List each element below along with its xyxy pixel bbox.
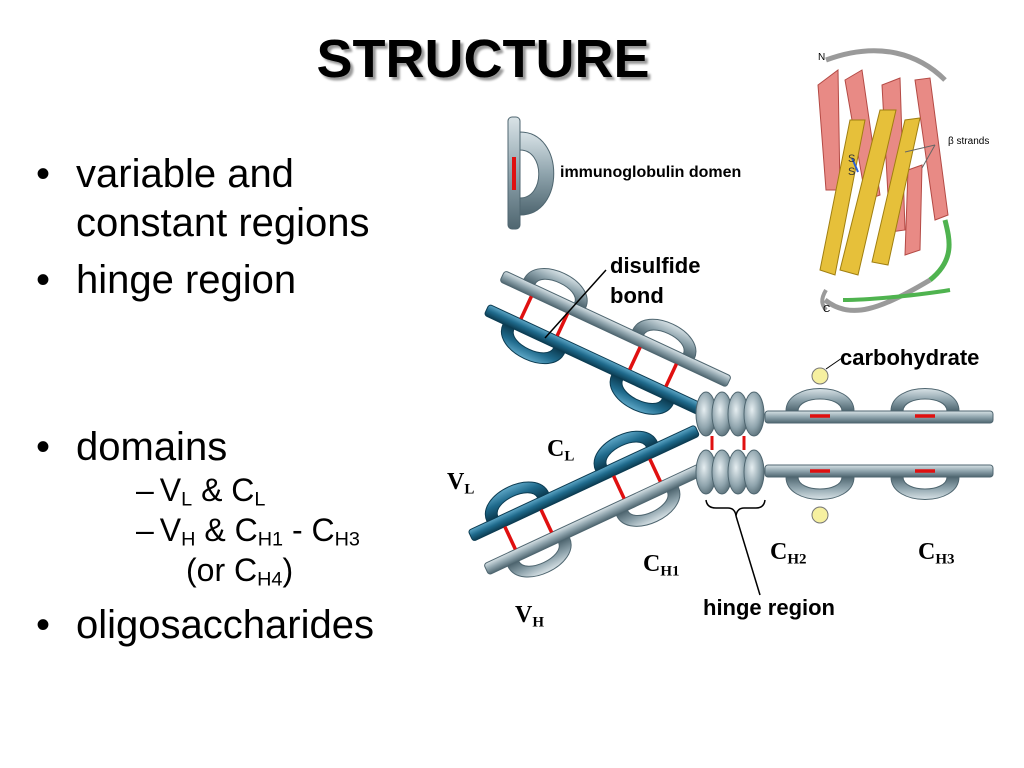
vh-main: V xyxy=(515,602,533,628)
v-subscript: L xyxy=(181,488,193,511)
sub-bullet-vh-ch: –VH & CH1 - CH3 (or CH4) xyxy=(76,510,374,590)
cl-main: C xyxy=(547,436,565,462)
ch1-main: C xyxy=(643,551,661,577)
disulfide-leader xyxy=(544,269,607,339)
v-letter: V xyxy=(159,512,182,548)
c-subscript: L xyxy=(254,488,266,511)
cl-label: CL xyxy=(547,436,575,465)
c-letter: C xyxy=(311,512,335,548)
bullet-oligosaccharides: oligosaccharides xyxy=(30,602,374,648)
sub-bullet-vl-cl: –VL & CL xyxy=(76,470,374,510)
carbohydrate-label: carbohydrate xyxy=(840,345,980,370)
disulfide-line2: bond xyxy=(610,283,664,308)
beta-strands-label: β strands xyxy=(948,136,990,147)
c-subscript: H4 xyxy=(257,568,283,591)
or-suffix: ) xyxy=(282,552,294,588)
page-title: STRUCTURE xyxy=(316,29,650,89)
bullet-hinge-region: hinge region xyxy=(30,256,370,305)
ch2-label: CH2 xyxy=(770,539,807,568)
c-subscript: H3 xyxy=(334,528,360,551)
vl-main: V xyxy=(447,469,465,495)
disulfide-s1: S xyxy=(848,153,856,165)
hinge-ovals xyxy=(695,391,765,495)
top-bullet-list: variable and constant regions hinge regi… xyxy=(30,150,370,313)
hinge-leader xyxy=(735,515,761,596)
fc-region xyxy=(764,388,994,500)
ig-domain-label: immunoglobulin domen xyxy=(560,164,742,181)
bullet-domains-text: domains xyxy=(76,425,228,469)
domains-sub-list: –VL & CL –VH & CH1 - CH3 (or CH4) xyxy=(76,470,374,590)
disulfide-s2: S xyxy=(848,166,856,178)
carbohydrate-leader xyxy=(825,357,843,370)
dash: – xyxy=(136,472,154,508)
bullet-variable-constant: variable and constant regions xyxy=(30,150,370,248)
separator: - xyxy=(283,512,312,548)
n-terminus-label: N xyxy=(818,52,826,63)
ch1-label: CH1 xyxy=(643,551,680,580)
ch3-label: CH3 xyxy=(918,539,955,568)
ch1-sub: H1 xyxy=(660,563,680,580)
c-terminus-label: C xyxy=(823,304,831,315)
bullet-line-1: variable and xyxy=(76,152,294,196)
alt-domain-note: (or CH4) xyxy=(136,550,374,590)
ch3-main: C xyxy=(918,539,936,565)
c-letter: C xyxy=(231,472,255,508)
vl-sub: L xyxy=(464,481,475,498)
disulfide-line1: disulfide xyxy=(610,253,701,278)
beta-sandwich-ribbon xyxy=(817,48,952,313)
carbohydrate-bottom-dot xyxy=(811,506,829,524)
c-subscript: H1 xyxy=(257,528,284,551)
vh-label: VH xyxy=(515,602,545,631)
ch2-main: C xyxy=(770,539,788,565)
vh-sub: H xyxy=(532,614,545,631)
bullet-domains: domains –VL & CL –VH & CH1 - CH3 (or CH4… xyxy=(30,424,374,590)
vl-label: VL xyxy=(447,469,475,498)
bottom-bullet-list: domains –VL & CL –VH & CH1 - CH3 (or CH4… xyxy=(30,424,374,648)
v-subscript: H xyxy=(181,528,196,551)
hinge-brace xyxy=(705,499,766,517)
c-letter: C xyxy=(234,552,258,588)
cl-sub: L xyxy=(564,448,575,465)
upper-fab-arm xyxy=(484,258,731,425)
ampersand: & xyxy=(195,512,235,548)
lower-fab-arm xyxy=(468,421,715,587)
c-letter: C xyxy=(234,512,258,548)
ch3-sub: H3 xyxy=(935,551,955,568)
or-prefix: (or xyxy=(186,552,234,588)
carbohydrate-top-dot xyxy=(811,367,829,385)
hinge-region-label: hinge region xyxy=(703,595,835,620)
ch2-sub: H2 xyxy=(787,551,807,568)
bullet-line: hinge region xyxy=(76,258,297,302)
bullet-oligo-text: oligosaccharides xyxy=(76,603,374,647)
dash: – xyxy=(136,512,154,548)
ig-domain-icon xyxy=(507,116,555,230)
v-letter: V xyxy=(159,472,182,508)
disulfide-bond-label: disulfide bond xyxy=(610,251,700,311)
bullet-line-2: constant regions xyxy=(76,201,370,245)
ampersand: & xyxy=(192,472,232,508)
